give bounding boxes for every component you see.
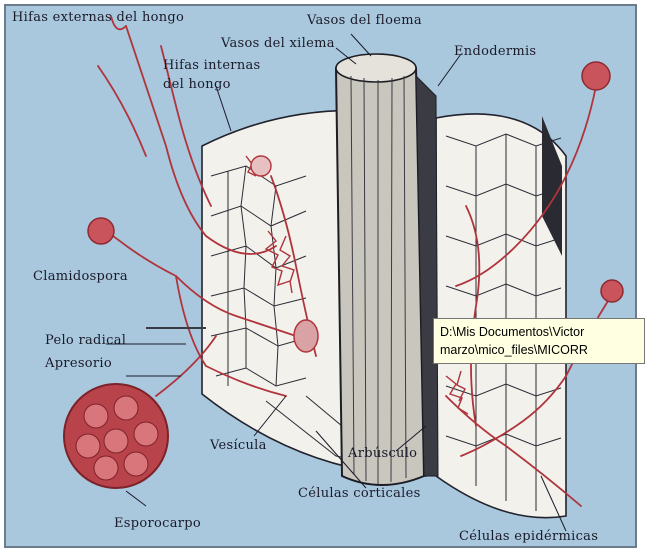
label-epidermal-cells: Células epidérmicas [459,529,598,544]
small-vesicle [251,156,271,176]
label-chlamydospore: Clamidospora [33,269,128,284]
label-appressorium: Apresorio [45,356,112,371]
chlamydospore-left [88,218,114,244]
label-external-hyphae: Hifas externas del hongo [12,10,184,25]
label-internal-hyphae-line1: Hifas internas [163,58,261,73]
label-cortical-cells: Células corticales [298,486,421,501]
vesicle [294,320,318,352]
label-phloem-vessels: Vasos del floema [307,13,422,28]
xylem-column [336,58,424,485]
tooltip-line-1: D:\Mis Documentos\Victor [440,323,638,341]
label-vesicle: Vesícula [210,438,267,453]
label-internal-hyphae-line2: del hongo [163,77,231,92]
label-root-hair: Pelo radical [45,333,126,348]
file-path-tooltip: D:\Mis Documentos\Victor marzo\mico_file… [433,318,645,364]
sporocarp [64,384,168,488]
mycorrhiza-diagram-frame: Hifas externas del hongo Vasos del floem… [4,4,637,548]
chlamydospore-lower-right [601,280,623,302]
tooltip-line-2: marzo\mico_files\MICORR [440,341,638,359]
label-sporocarp: Esporocarpo [114,516,201,531]
label-xylem-vessels: Vasos del xilema [221,36,335,51]
label-endodermis: Endodermis [454,44,536,59]
label-arbuscule: Arbúsculo [348,446,417,461]
chlamydospore-right [582,62,610,90]
